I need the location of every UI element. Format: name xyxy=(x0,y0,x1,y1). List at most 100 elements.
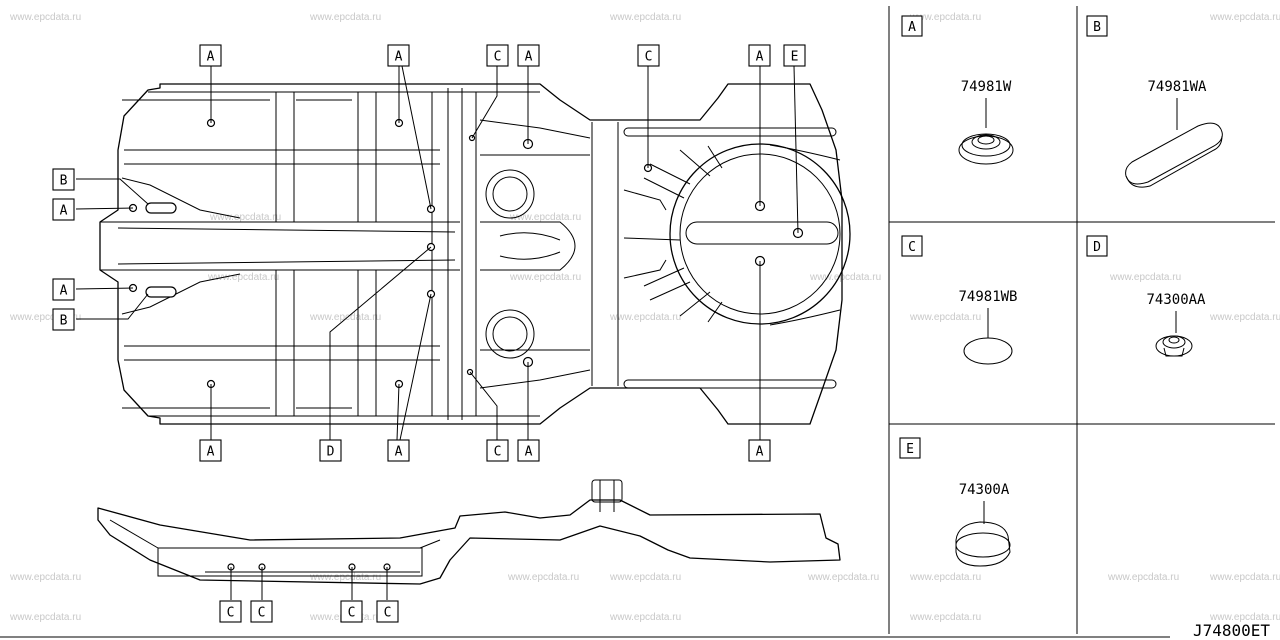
legend-letter: C xyxy=(908,240,916,255)
watermark-text: www.epcdata.ru xyxy=(309,572,381,583)
legend-letter: D xyxy=(1093,240,1101,255)
part-number: 74981WB xyxy=(958,289,1017,305)
part-number: 74981WA xyxy=(1147,79,1207,95)
callout-box xyxy=(52,308,75,331)
callout-a: A xyxy=(199,439,222,462)
callout-letter: C xyxy=(384,606,392,621)
callout-b: B xyxy=(52,168,75,191)
callout-letter: C xyxy=(494,50,502,65)
callout-letter: A xyxy=(207,50,215,65)
callout-a: A xyxy=(517,439,540,462)
callout-c: C xyxy=(250,600,273,623)
callout-box xyxy=(387,439,410,462)
callout-box xyxy=(199,439,222,462)
floor-pan-top-view xyxy=(99,83,851,425)
callout-letter: B xyxy=(60,174,68,189)
leader-lines xyxy=(75,65,799,600)
callout-letter: A xyxy=(525,445,533,460)
watermark-text: www.epcdata.ru xyxy=(1209,12,1280,23)
watermark-text: www.epcdata.ru xyxy=(609,572,681,583)
callout-a: A xyxy=(52,198,75,221)
watermark-text: www.epcdata.ru xyxy=(1209,312,1280,323)
callout-box xyxy=(376,600,399,623)
callout-box xyxy=(52,168,75,191)
callout-box xyxy=(52,278,75,301)
watermark-text: www.epcdata.ru xyxy=(1107,572,1179,583)
callout-box xyxy=(387,44,410,67)
callout-box xyxy=(52,198,75,221)
callout-letter: A xyxy=(756,445,764,460)
legend-cell-b: B 74981WA xyxy=(1086,15,1223,188)
callout-a: A xyxy=(52,278,75,301)
callout-box xyxy=(486,44,509,67)
watermark-text: www.epcdata.ru xyxy=(1209,572,1280,583)
watermark-text: www.epcdata.ru xyxy=(909,572,981,583)
callout-a: A xyxy=(387,44,410,67)
callout-letter: B xyxy=(60,314,68,329)
callout-box xyxy=(748,439,771,462)
callout-c: C xyxy=(637,44,660,67)
watermark-text: www.epcdata.ru xyxy=(909,12,981,23)
watermark-text: www.epcdata.ru xyxy=(1109,272,1181,283)
callout-letter: A xyxy=(207,445,215,460)
part-number: 74981W xyxy=(961,79,1012,95)
callout-box xyxy=(517,439,540,462)
callout-a: A xyxy=(748,439,771,462)
callout-letter: A xyxy=(756,50,764,65)
callout-letter: A xyxy=(60,284,68,299)
callout-box xyxy=(219,600,242,623)
watermark-text: www.epcdata.ru xyxy=(509,212,581,223)
callout-a: A xyxy=(517,44,540,67)
watermark-text: www.epcdata.ru xyxy=(609,12,681,23)
callout-letter: A xyxy=(60,204,68,219)
watermark-text: www.epcdata.ru xyxy=(9,572,81,583)
watermark-text: www.epcdata.ru xyxy=(807,572,879,583)
watermark-text: www.epcdata.ru xyxy=(9,312,81,323)
callout-box xyxy=(340,600,363,623)
callout-c: C xyxy=(219,600,242,623)
callout-letter: A xyxy=(525,50,533,65)
callout-c: C xyxy=(486,44,509,67)
callout-box xyxy=(637,44,660,67)
callout-e: E xyxy=(783,44,806,67)
callout-letter: A xyxy=(395,50,403,65)
watermark-text: www.epcdata.ru xyxy=(609,312,681,323)
legend-cell-a: A 74981W xyxy=(901,15,1014,165)
legend-cell-e: E 74300A xyxy=(899,437,1011,567)
watermark-text: www.epcdata.ru xyxy=(209,212,281,223)
callout-b: B xyxy=(52,308,75,331)
callout-letter: C xyxy=(494,445,502,460)
watermark-text: www.epcdata.ru xyxy=(507,572,579,583)
part-number: 74300AA xyxy=(1146,292,1206,308)
callout-c: C xyxy=(340,600,363,623)
callout-box xyxy=(748,44,771,67)
callout-box xyxy=(517,44,540,67)
callout-letter: A xyxy=(395,445,403,460)
callout-letter: D xyxy=(327,445,335,460)
watermark-text: www.epcdata.ru xyxy=(9,612,81,623)
callout-letter: C xyxy=(227,606,235,621)
callout-a: A xyxy=(199,44,222,67)
watermark-text: www.epcdata.ru xyxy=(309,312,381,323)
callout-c: C xyxy=(376,600,399,623)
watermark-text: www.epcdata.ru xyxy=(9,12,81,23)
legend-letter: B xyxy=(1093,20,1101,35)
watermark-text: www.epcdata.ru xyxy=(1209,612,1280,623)
callout-a: A xyxy=(748,44,771,67)
part-number: 74300A xyxy=(959,482,1010,498)
watermark-text: www.epcdata.ru xyxy=(909,612,981,623)
legend-cell-d: D 74300AA xyxy=(1086,235,1206,357)
callout-box xyxy=(199,44,222,67)
legend-letter: E xyxy=(906,442,914,457)
parts-legend: A 74981W B 74981WA C 74981WB xyxy=(0,6,1275,638)
callout-d: D xyxy=(319,439,342,462)
watermark-text: www.epcdata.ru xyxy=(609,612,681,623)
watermark-text: www.epcdata.ru xyxy=(309,12,381,23)
watermark-text: www.epcdata.ru xyxy=(207,272,279,283)
legend-cell-c: C 74981WB xyxy=(901,235,1018,365)
callout-box xyxy=(486,439,509,462)
callout-box xyxy=(783,44,806,67)
callout-letter: C xyxy=(258,606,266,621)
